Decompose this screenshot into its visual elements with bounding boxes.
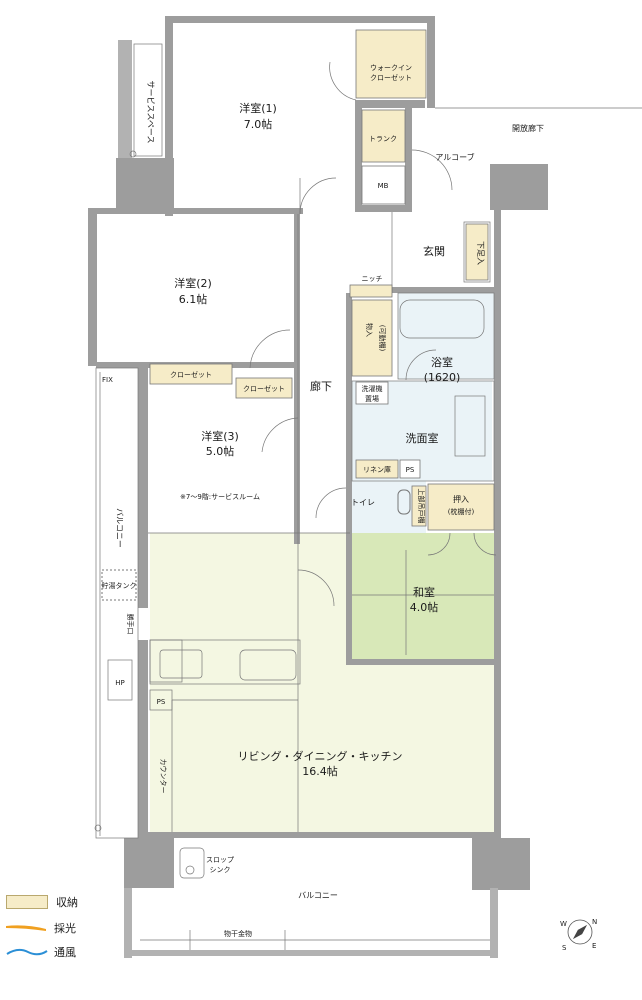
niche-label: ニッチ: [362, 275, 383, 283]
niche-box: [349, 284, 393, 298]
bath-floor: [398, 293, 494, 379]
mb-box: [361, 165, 406, 205]
legend-storage: 収納: [6, 894, 78, 910]
washitsu-name: 和室: [413, 585, 435, 599]
clothes-pole-label: 物干金物: [224, 929, 252, 938]
toilet-fixture: [397, 489, 411, 515]
compass-n: N: [592, 918, 597, 926]
balcony-side-label: バルコニー: [115, 508, 124, 548]
bath-size: (1620): [424, 371, 461, 384]
wind-arrow-icon: [6, 948, 48, 956]
ldk-size: 16.4帖: [302, 765, 338, 778]
fix-label: FIX: [102, 376, 113, 384]
compass: N E S W: [560, 918, 597, 952]
western1-name: 洋室(1): [239, 101, 277, 115]
balcony-bottom-label: バルコニー: [298, 891, 338, 900]
counter-label: カウンター: [159, 759, 168, 794]
oshiire-box: [427, 483, 495, 531]
trunk-label: トランク: [369, 135, 397, 143]
light-arrow-icon: [6, 925, 46, 931]
corridor-name: 廊下: [310, 379, 332, 393]
mb-label: MB: [378, 182, 389, 190]
adjustable-label: (可動棚): [378, 325, 387, 352]
compass-e: E: [592, 942, 596, 950]
shoe-box: [465, 223, 489, 281]
storage-adj-box: [351, 299, 393, 377]
upper-storage-label: 上部吊戸棚: [417, 489, 426, 524]
labels: 洋室(1) 7.0帖 洋室(2) 6.1帖 洋室(3) 5.0帖 ※7～9階:サ…: [102, 64, 545, 938]
compass-w: W: [560, 920, 567, 928]
closet-b-label: クローゼット: [243, 384, 285, 393]
legend-light: 採光: [6, 920, 76, 936]
legend-wind: 通風: [6, 944, 76, 960]
washer-label-2: 置場: [365, 394, 379, 403]
slop-sink-label-2: シンク: [210, 866, 231, 874]
doors: [249, 61, 497, 607]
western2-name: 洋室(2): [174, 276, 212, 290]
western2-size: 6.1帖: [179, 293, 208, 306]
compass-s: S: [562, 944, 567, 952]
western3-size: 5.0帖: [206, 445, 235, 458]
toilet-name: トイレ: [351, 498, 375, 507]
washer-box: [355, 381, 389, 405]
service-space-label: サービススペース: [146, 80, 155, 143]
linen-label: リネン庫: [363, 465, 391, 474]
open-corridor-label: 開放廊下: [512, 123, 544, 133]
legend-wind-label: 通風: [54, 946, 76, 959]
bath-name: 浴室: [431, 355, 453, 369]
closet-a-label: クローゼット: [170, 370, 212, 379]
washroom-name: 洗面室: [406, 431, 439, 445]
tank-box: [101, 569, 137, 601]
legend-storage-label: 収納: [56, 896, 78, 909]
western1-size: 7.0帖: [244, 118, 273, 131]
washitsu-size: 4.0帖: [410, 601, 439, 614]
washitsu-floor: [350, 533, 496, 659]
alcove-label: アルコーブ: [435, 152, 474, 162]
tank-label: 貯湯タンク: [102, 581, 137, 590]
back-door-label: 勝手口: [126, 614, 135, 635]
hp-label: HP: [115, 679, 125, 687]
storage-swatch: [6, 895, 48, 909]
outlines: [95, 107, 642, 941]
closet-b-box: [235, 377, 293, 399]
legend-light-label: 採光: [54, 922, 76, 935]
washer-label-1: 洗濯機: [362, 384, 383, 393]
hp-box: [107, 659, 133, 701]
closet-a-box: [149, 363, 233, 385]
ps2-label: PS: [157, 698, 166, 706]
walkin-closet: [355, 29, 427, 99]
service-space-box: [133, 43, 163, 157]
ps1-box: [399, 459, 421, 479]
western3-note: ※7～9階:サービスルーム: [180, 492, 260, 501]
western3-name: 洋室(3): [201, 429, 239, 443]
ldk-name: リビング・ダイニング・キッチン: [238, 749, 403, 763]
oshiire-note: (枕棚付): [448, 507, 475, 516]
walkin-label-1: ウォークイン: [370, 64, 412, 72]
linen-box: [355, 459, 399, 479]
shoe-box-label: 下足入: [476, 241, 485, 265]
oshiire-label: 押入: [453, 494, 469, 504]
trunk-room: [361, 109, 406, 163]
ps1-label: PS: [406, 466, 415, 474]
walkin-label-2: クローゼット: [370, 73, 412, 82]
upper-storage-box: [411, 485, 427, 527]
slop-sink-label-1: スロップ: [206, 856, 234, 864]
entrance-name: 玄関: [423, 244, 445, 258]
storage-adj-label: 物入: [365, 323, 374, 337]
